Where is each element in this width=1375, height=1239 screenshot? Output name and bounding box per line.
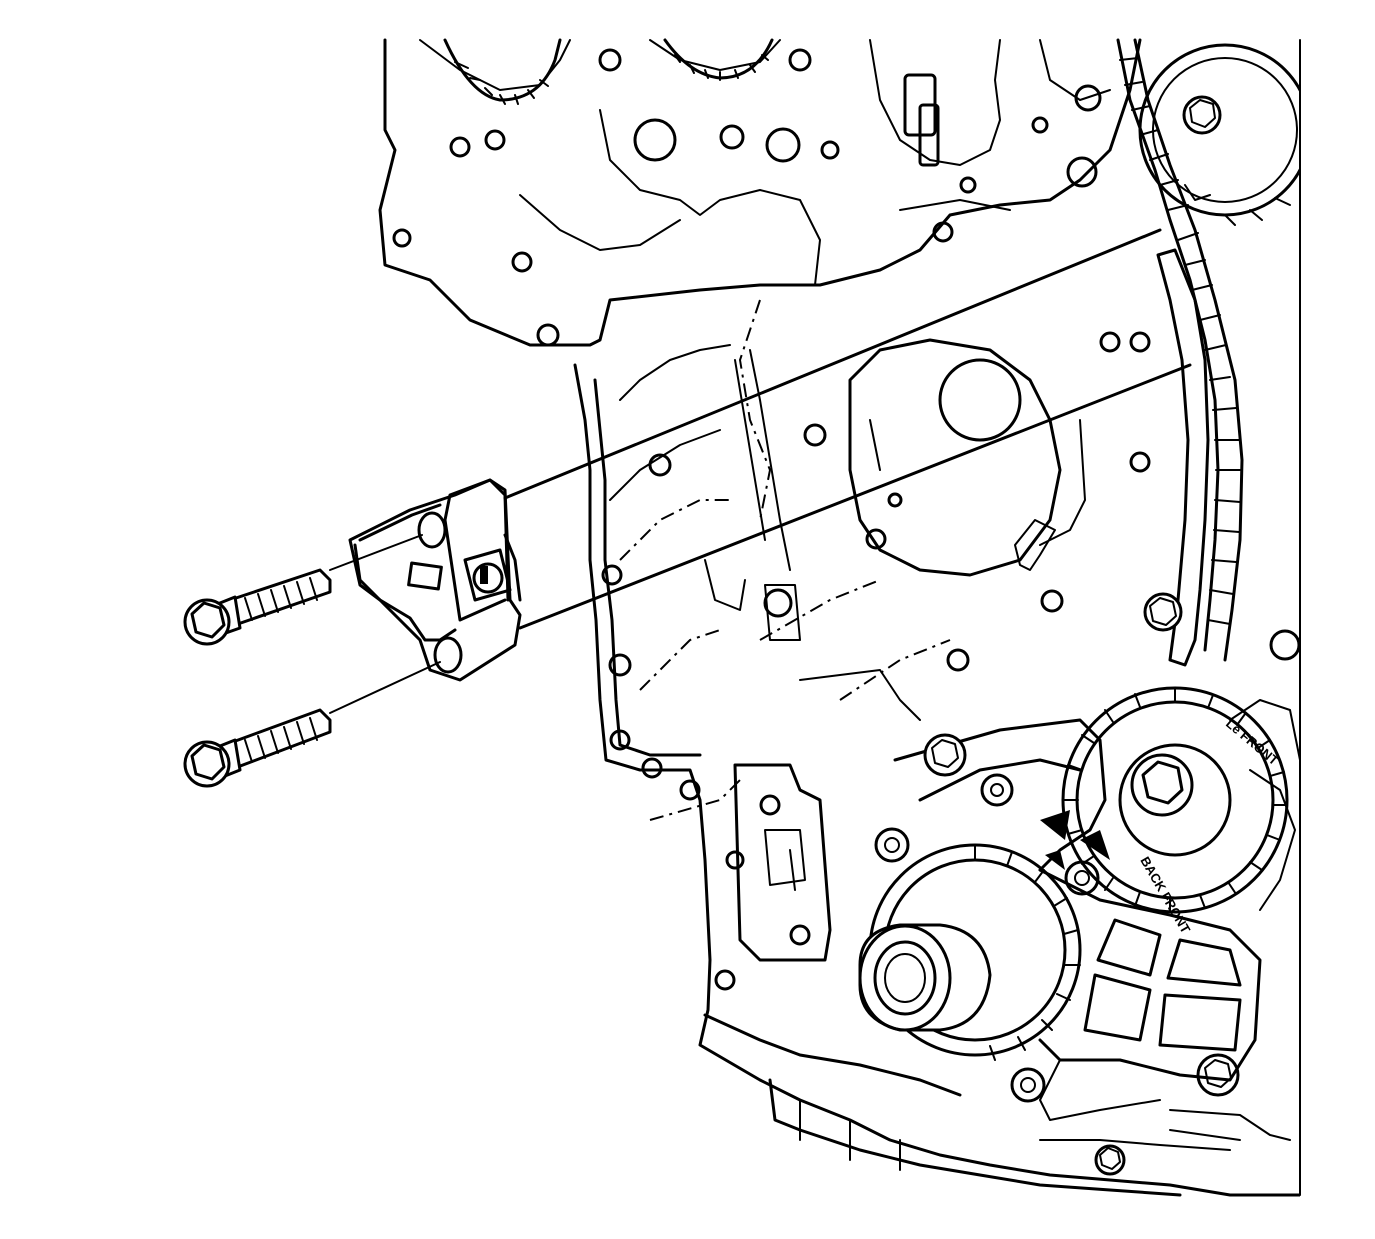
camshaft-sprocket-right	[1138, 43, 1300, 226]
tensioner-bolt-upper	[183, 568, 332, 646]
oil-pump-housing	[733, 763, 832, 962]
pump-bolt	[1269, 629, 1300, 661]
tensioner-bolt-hole-lower	[433, 636, 463, 674]
cylinder-head-outline	[378, 38, 1142, 347]
tensioner-bolt-hole-upper	[417, 511, 447, 549]
pump-bolt	[980, 773, 1014, 807]
pump-bolt	[1196, 1053, 1240, 1097]
pump-bolt	[923, 733, 967, 777]
timing-chain	[1116, 38, 1244, 662]
tensioner-bolt-lower	[183, 708, 332, 788]
gear-marking-top: Le FRONT	[1223, 716, 1281, 768]
chain-guide	[1156, 248, 1210, 667]
pump-bolt	[1094, 1144, 1126, 1176]
front-cover-outline	[573, 363, 1300, 1197]
pump-bolt	[1143, 592, 1183, 632]
cover-boss	[848, 338, 1062, 577]
alignment-leader-lines	[329, 228, 1192, 714]
oil-pump-driven-gear	[858, 843, 1082, 1061]
camshaft-sprocket-middle	[663, 38, 774, 81]
engine-block: Le FRONT BACK FRONT	[378, 38, 1300, 1197]
camshaft-sprocket-left	[443, 38, 562, 105]
crankshaft-snout	[858, 924, 952, 1032]
timing-chain-tensioner	[348, 478, 522, 682]
tensioner-plunger	[463, 548, 512, 602]
pump-bolt	[1010, 1067, 1046, 1103]
bolt-hole	[449, 136, 471, 158]
pump-bolt	[874, 827, 910, 863]
